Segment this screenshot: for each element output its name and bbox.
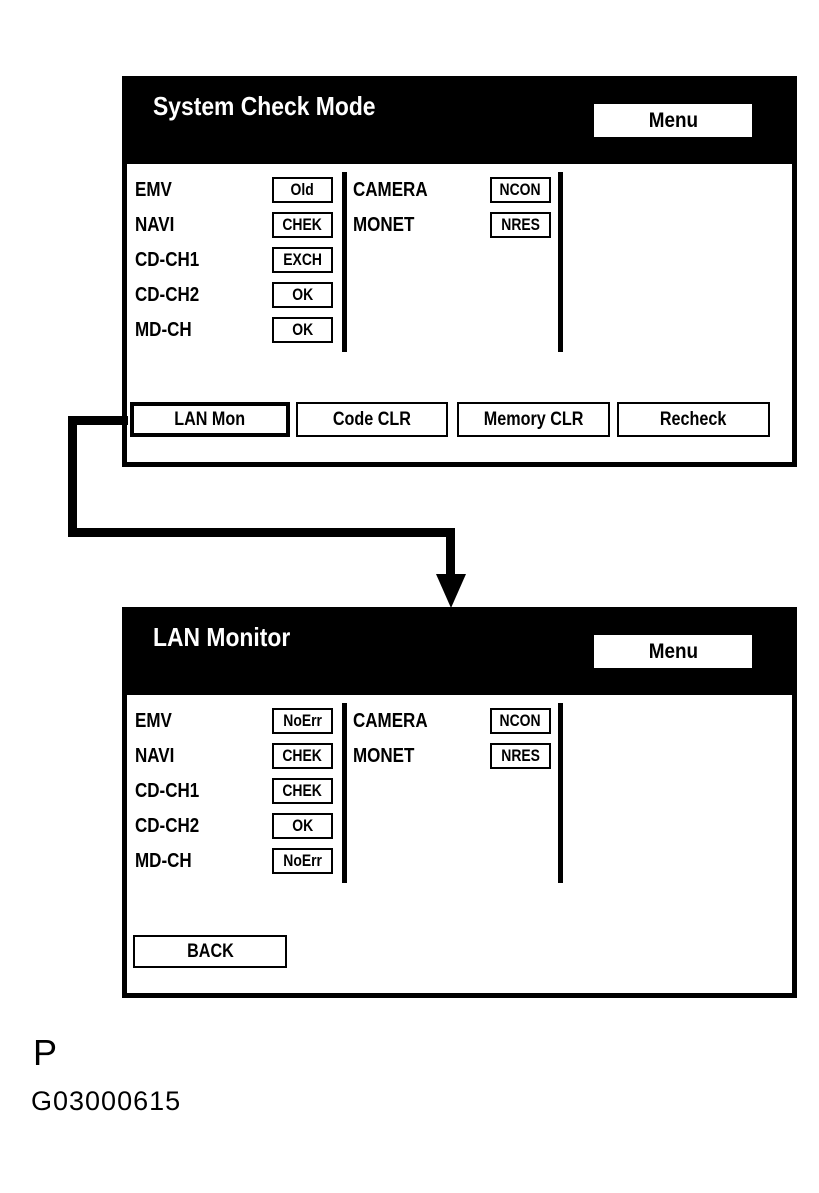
device-label-md-ch: MD-CH xyxy=(135,850,192,872)
memory-clr-button-label: Memory CLR xyxy=(483,408,584,430)
device-label-emv: EMV xyxy=(135,179,172,201)
status-value: NCON xyxy=(499,711,542,730)
device-label-camera: CAMERA xyxy=(353,179,428,201)
device-label-cd-ch1: CD-CH1 xyxy=(135,249,200,271)
recheck-button[interactable]: Recheck xyxy=(617,402,770,437)
status-value: EXCH xyxy=(283,250,322,269)
status-value: NRES xyxy=(501,215,540,234)
status-value: NRES xyxy=(501,746,540,765)
flow-arrow-head-icon xyxy=(436,574,466,608)
status-value: OK xyxy=(292,285,313,304)
status-box-emv: Old xyxy=(272,177,333,203)
status-box-md-ch: OK xyxy=(272,317,333,343)
status-value: NCON xyxy=(499,180,542,199)
figure-code: G03000615 xyxy=(31,1086,182,1116)
screen-title: LAN Monitor xyxy=(153,622,291,652)
status-box-camera: NCON xyxy=(490,177,551,203)
flow-arrow-segment xyxy=(68,416,77,537)
status-box-cd-ch1: CHEK xyxy=(272,778,333,804)
status-box-navi: CHEK xyxy=(272,212,333,238)
status-box-emv: NoErr xyxy=(272,708,333,734)
device-label-cd-ch1: CD-CH1 xyxy=(135,780,200,802)
column-divider xyxy=(342,172,347,352)
device-label-monet: MONET xyxy=(353,745,415,767)
device-label-cd-ch2: CD-CH2 xyxy=(135,284,200,306)
figure-section-letter: P xyxy=(33,1032,58,1073)
device-label-navi: NAVI xyxy=(135,214,175,236)
status-box-cd-ch1: EXCH xyxy=(272,247,333,273)
status-value: Old xyxy=(290,180,315,199)
status-value: OK xyxy=(292,816,313,835)
menu-button-label: Menu xyxy=(648,639,698,663)
flow-arrow-segment xyxy=(446,528,455,576)
code-clr-button[interactable]: Code CLR xyxy=(296,402,448,437)
lan-monitor-screen: LAN Monitor Menu EMV NoErr NAVI CHEK CD-… xyxy=(122,607,797,998)
system-check-mode-screen: System Check Mode Menu EMV Old NAVI CHEK… xyxy=(122,76,797,467)
lan-mon-button-label: LAN Mon xyxy=(174,408,246,430)
status-box-cd-ch2: OK xyxy=(272,282,333,308)
memory-clr-button[interactable]: Memory CLR xyxy=(457,402,610,437)
screen-header: System Check Mode Menu xyxy=(127,81,792,164)
device-label-emv: EMV xyxy=(135,710,172,732)
status-box-navi: CHEK xyxy=(272,743,333,769)
recheck-button-label: Recheck xyxy=(660,408,727,430)
device-label-md-ch: MD-CH xyxy=(135,319,192,341)
device-label-camera: CAMERA xyxy=(353,710,428,732)
lan-mon-button[interactable]: LAN Mon xyxy=(130,402,290,437)
screen-header: LAN Monitor Menu xyxy=(127,612,792,695)
column-divider xyxy=(342,703,347,883)
flow-arrow-segment xyxy=(68,416,128,425)
status-box-cd-ch2: OK xyxy=(272,813,333,839)
back-button[interactable]: BACK xyxy=(133,935,287,968)
menu-button-label: Menu xyxy=(648,108,698,132)
status-value: OK xyxy=(292,320,313,339)
flow-arrow-segment xyxy=(68,528,455,537)
menu-button[interactable]: Menu xyxy=(594,635,752,668)
status-value: NoErr xyxy=(283,851,322,870)
column-divider xyxy=(558,703,563,883)
status-box-md-ch: NoErr xyxy=(272,848,333,874)
status-value: CHEK xyxy=(282,781,323,800)
device-label-cd-ch2: CD-CH2 xyxy=(135,815,200,837)
device-label-navi: NAVI xyxy=(135,745,175,767)
code-clr-button-label: Code CLR xyxy=(332,408,412,430)
menu-button[interactable]: Menu xyxy=(594,104,752,137)
screen-title: System Check Mode xyxy=(153,91,376,121)
status-box-camera: NCON xyxy=(490,708,551,734)
status-box-monet: NRES xyxy=(490,212,551,238)
back-button-label: BACK xyxy=(186,940,234,962)
column-divider xyxy=(558,172,563,352)
status-box-monet: NRES xyxy=(490,743,551,769)
device-label-monet: MONET xyxy=(353,214,415,236)
status-value: CHEK xyxy=(282,215,323,234)
status-value: CHEK xyxy=(282,746,323,765)
status-value: NoErr xyxy=(283,711,322,730)
